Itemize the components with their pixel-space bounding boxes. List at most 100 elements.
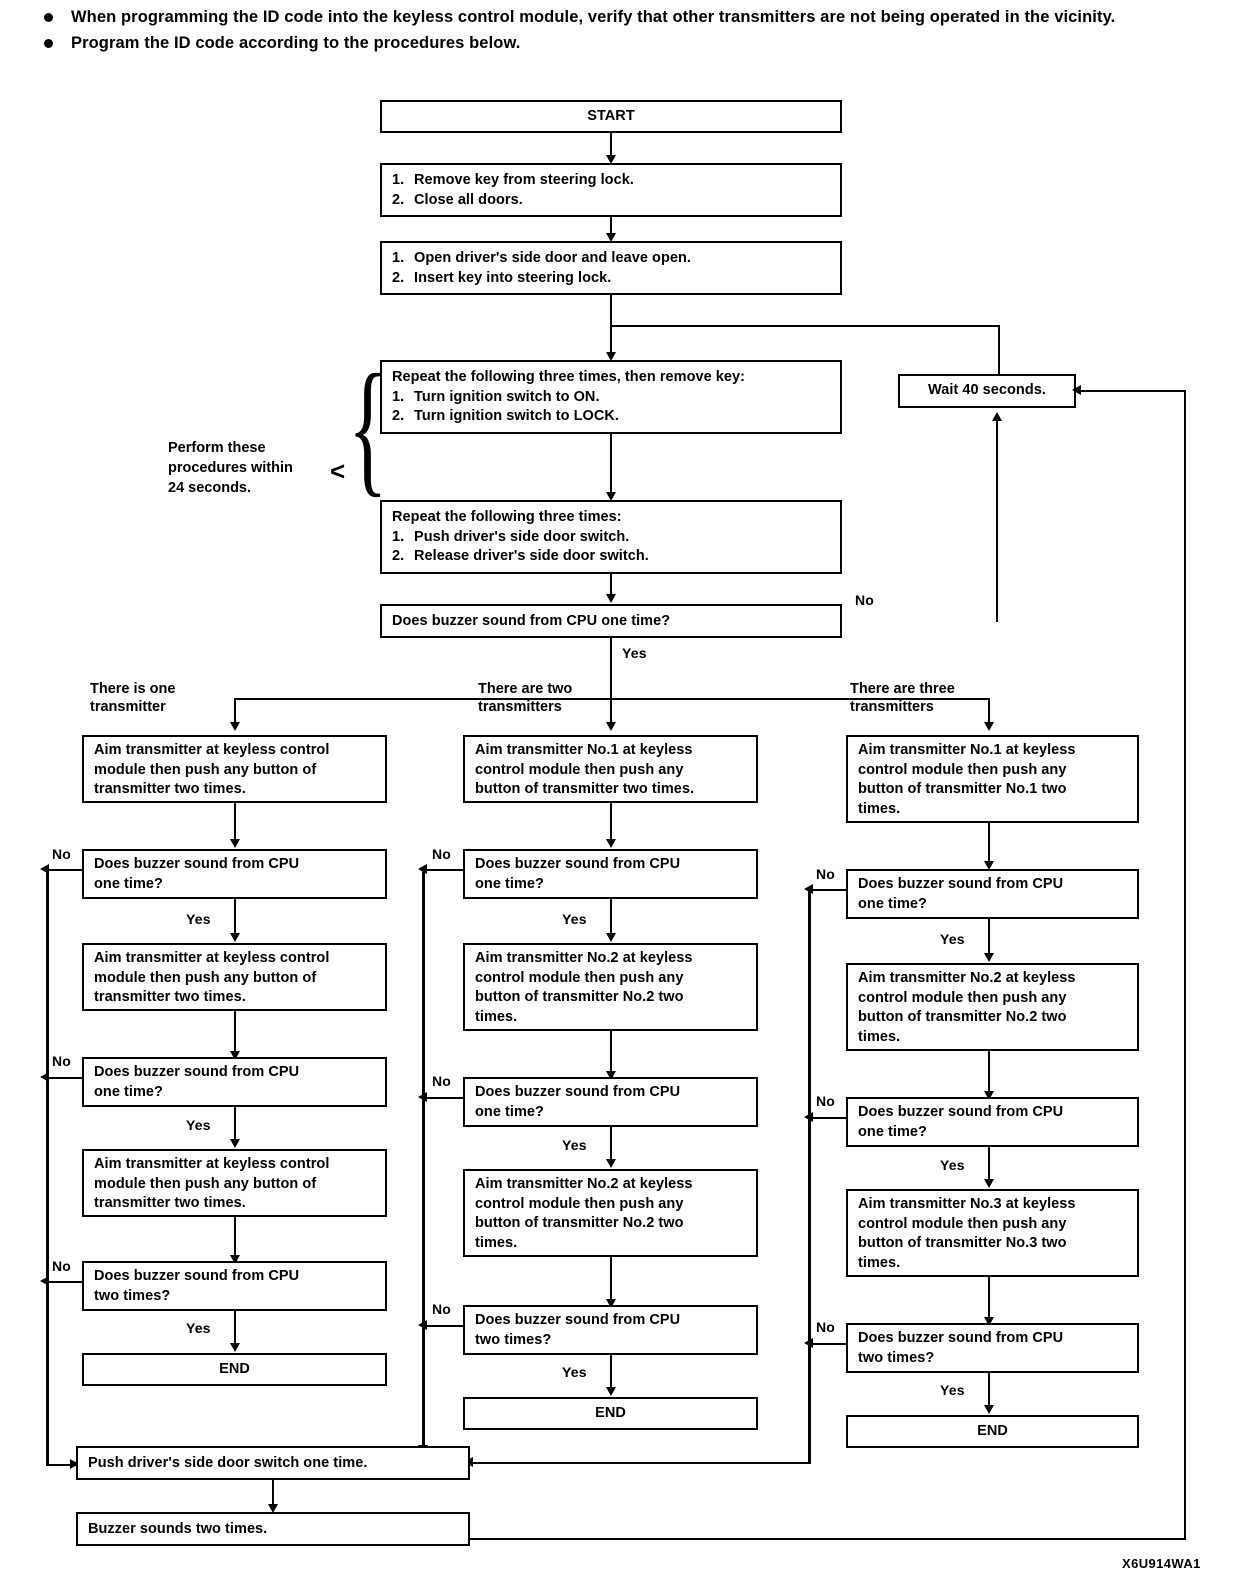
step1-box: 1.Remove key from steering lock. 2.Close… [380, 163, 842, 217]
column-three-header-line1: There are three [850, 681, 955, 697]
arrow-down-icon [606, 1071, 616, 1080]
no-label: No [52, 1258, 72, 1274]
yes-label: Yes [186, 911, 211, 927]
connector-no [46, 1077, 82, 1079]
connector [988, 1373, 990, 1407]
no-label: No [52, 846, 72, 862]
col2-aim3-line2: control module then push any [475, 1195, 684, 1212]
col3-aim2-box: Aim transmitter No.2 at keyless control … [846, 963, 1139, 1051]
list-number: 2. [392, 548, 405, 564]
col1-q3-box: Does buzzer sound from CPU two times? [82, 1261, 387, 1311]
connector [610, 133, 612, 157]
yes-label: Yes [562, 911, 587, 927]
bullet-dot-icon [44, 39, 53, 48]
procedure-note-line1: Perform these [168, 440, 266, 456]
end-label: END [219, 1360, 250, 1377]
arrow-down-icon [230, 1139, 240, 1148]
list-number: 2. [392, 269, 405, 286]
col2-q2-line2: one time? [475, 1103, 544, 1120]
connector-no [810, 889, 846, 891]
column-three-header: There are three transmitters [850, 680, 955, 716]
col1-aim2-box: Aim transmitter at keyless control modul… [82, 943, 387, 1011]
arrow-down-icon [606, 233, 616, 242]
connector [610, 1257, 612, 1301]
connector [610, 325, 612, 355]
connector [610, 574, 612, 596]
connector [998, 325, 1000, 383]
end-label: END [595, 1404, 626, 1421]
arrow-down-icon [606, 492, 616, 501]
col3-aim3-line4: times. [858, 1254, 901, 1271]
connector-no [810, 1343, 846, 1345]
col3-q3-box: Does buzzer sound from CPU two times? [846, 1323, 1139, 1373]
connector [234, 899, 236, 935]
repeat1-box: Repeat the following three times, then r… [380, 360, 842, 434]
connector [610, 803, 612, 841]
arrow-down-icon [230, 1051, 240, 1060]
procedure-note: Perform these procedures within 24 secon… [168, 438, 293, 498]
push-switch-label: Push driver's side door switch one time. [88, 1455, 368, 1471]
col2-q1-line1: Does buzzer sound from CPU [475, 856, 681, 872]
col1-q3-line1: Does buzzer sound from CPU [94, 1268, 300, 1284]
list-number: 1. [392, 528, 405, 545]
arrow-down-icon [606, 1299, 616, 1308]
procedure-note-line2: procedures within [168, 460, 293, 476]
col3-aim1-line4: times. [858, 800, 901, 817]
col2-aim3-box: Aim transmitter No.2 at keyless control … [463, 1169, 758, 1257]
wait-box: Wait 40 seconds. [898, 374, 1076, 408]
col3-aim1-line2: control module then push any [858, 761, 1067, 778]
repeat1-line2: Turn ignition switch to LOCK. [414, 408, 619, 424]
yes-label: Yes [940, 1382, 965, 1398]
col2-q1-box: Does buzzer sound from CPU one time? [463, 849, 758, 899]
step2-line1: Open driver's side door and leave open. [414, 250, 691, 266]
repeat2-head: Repeat the following three times: [392, 509, 622, 525]
col3-aim2-line1: Aim transmitter No.2 at keyless [858, 970, 1076, 986]
no-label: No [816, 866, 836, 882]
arrow-left-icon [40, 1276, 49, 1286]
bullet-item: When programming the ID code into the ke… [14, 6, 1234, 28]
arrow-down-icon [984, 1091, 994, 1100]
col2-aim2-line3: button of transmitter No.2 two [475, 989, 684, 1005]
arrow-down-icon [984, 1179, 994, 1188]
connector-no-bus-col3-bottom [470, 1462, 810, 1464]
connector-branch-bar [234, 698, 990, 700]
column-one-header: There is one transmitter [90, 680, 175, 716]
col3-aim2-line2: control module then push any [858, 989, 1067, 1006]
col3-q1-box: Does buzzer sound from CPU one time? [846, 869, 1139, 919]
step1-line1: Remove key from steering lock. [414, 172, 634, 188]
yes-label: Yes [940, 931, 965, 947]
arrow-up-icon [992, 412, 1002, 421]
yes-label: Yes [562, 1364, 587, 1380]
connector [610, 698, 612, 724]
connector [996, 420, 998, 622]
bullet-text: Program the ID code according to the pro… [71, 34, 521, 52]
connector-no [424, 1097, 463, 1099]
yes-label: Yes [940, 1157, 965, 1173]
no-label: No [432, 846, 452, 862]
col2-aim2-box: Aim transmitter No.2 at keyless control … [463, 943, 758, 1031]
col1-aim2-line1: Aim transmitter at keyless control [94, 950, 330, 966]
reference-code: X6U914WA1 [1122, 1556, 1201, 1571]
col3-aim3-line1: Aim transmitter No.3 at keyless [858, 1196, 1076, 1212]
arrow-left-icon [40, 864, 49, 874]
arrow-left-icon [1072, 385, 1081, 395]
col1-q1-line1: Does buzzer sound from CPU [94, 856, 300, 872]
connector-no [46, 869, 82, 871]
bullet-item: Program the ID code according to the pro… [14, 32, 1234, 54]
connector-return-bottom [470, 1538, 1186, 1540]
arrow-right-icon [70, 1459, 79, 1469]
col3-end-box: END [846, 1415, 1139, 1448]
col2-aim1-line1: Aim transmitter No.1 at keyless [475, 742, 693, 758]
col1-aim3-line2: module then push any button of [94, 1175, 317, 1192]
col3-aim1-box: Aim transmitter No.1 at keyless control … [846, 735, 1139, 823]
step2-box: 1.Open driver's side door and leave open… [380, 241, 842, 295]
end-label: END [977, 1422, 1008, 1439]
arrow-down-icon [984, 953, 994, 962]
col2-aim3-line3: button of transmitter No.2 two [475, 1215, 684, 1231]
col1-aim2-line2: module then push any button of [94, 969, 317, 986]
repeat2-line2: Release driver's side door switch. [414, 548, 649, 564]
step2-line2: Insert key into steering lock. [414, 269, 612, 286]
no-label: No [855, 592, 875, 608]
col3-q2-line1: Does buzzer sound from CPU [858, 1104, 1064, 1120]
connector [610, 217, 612, 235]
